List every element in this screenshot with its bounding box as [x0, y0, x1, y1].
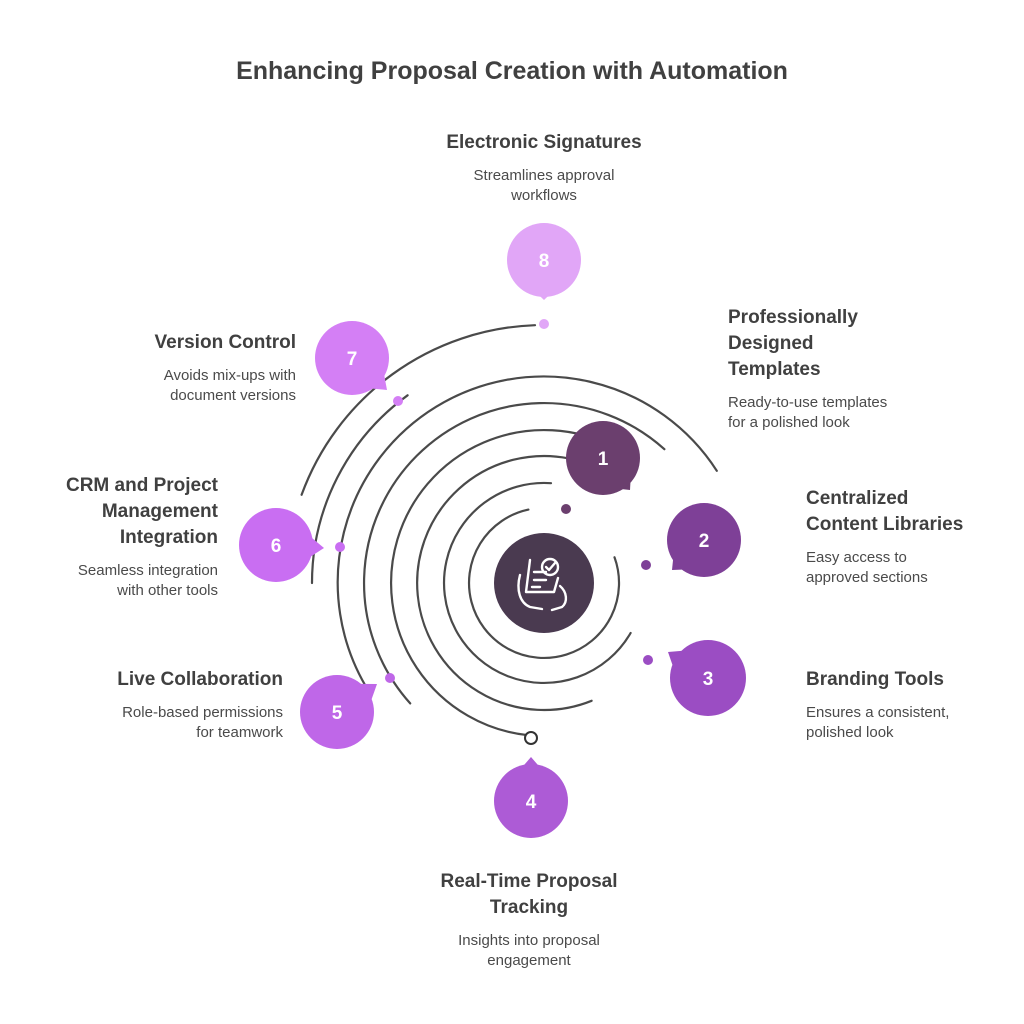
- step-8-number: 8: [539, 251, 550, 272]
- step-1-description: Ready-to-use templates for a polished lo…: [728, 394, 888, 431]
- ring-marker-2: [641, 560, 651, 570]
- page-title: Enhancing Proposal Creation with Automat…: [236, 57, 788, 85]
- ring-marker-5: [385, 673, 395, 683]
- step-7-number: 7: [347, 349, 358, 370]
- step-1-title: Professionally Designed Templates: [728, 307, 858, 380]
- step-5-description: Role-based permissions for teamwork: [122, 704, 283, 741]
- ring-markers: [335, 319, 653, 745]
- step-8-description: Streamlines approval workflows: [473, 167, 615, 204]
- step-5-label: Live Collaboration Role-based permission…: [60, 667, 283, 743]
- concentric-rings: [300, 324, 718, 737]
- step-4-label: Real-Time Proposal Tracking Insights int…: [394, 869, 664, 971]
- step-7-description: Avoids mix-ups with document versions: [163, 367, 296, 404]
- ring-arc-5: [362, 401, 666, 705]
- step-8-marker: 8: [507, 223, 581, 300]
- step-1-number: 1: [598, 449, 609, 470]
- ring-arc-2: [442, 481, 632, 685]
- step-4-title: Real-Time Proposal Tracking: [440, 871, 618, 918]
- step-6-number: 6: [271, 536, 282, 557]
- step-6-marker: 6: [239, 508, 324, 582]
- step-3-number: 3: [703, 669, 714, 690]
- ring-marker-7: [393, 396, 403, 406]
- center-circle: [494, 533, 594, 633]
- step-7-title: Version Control: [154, 332, 296, 353]
- ring-marker-1: [561, 504, 571, 514]
- step-7-label: Version Control Avoids mix-ups with docu…: [60, 330, 296, 406]
- step-2-description: Easy access to approved sections: [806, 549, 928, 586]
- step-markers: 1 2 3 4 5 6 7 8: [239, 223, 746, 838]
- ring-marker-3: [643, 655, 653, 665]
- step-6-title: CRM and Project Management Integration: [65, 475, 218, 548]
- step-2-title: Centralized Content Libraries: [806, 488, 964, 535]
- step-5-number: 5: [332, 703, 343, 724]
- step-1-label: Professionally Designed Templates Ready-…: [728, 305, 948, 433]
- step-3-marker: 3: [668, 640, 746, 716]
- step-8-label: Electronic Signatures Streamlines approv…: [392, 130, 696, 206]
- step-4-number: 4: [526, 792, 537, 813]
- ring-marker-6: [335, 542, 345, 552]
- step-2-label: Centralized Content Libraries Easy acces…: [806, 486, 1006, 588]
- step-3-description: Ensures a consistent, polished look: [806, 704, 950, 741]
- step-8-title: Electronic Signatures: [446, 132, 642, 153]
- step-3-label: Branding Tools Ensures a consistent, pol…: [806, 667, 1006, 743]
- ring-marker-8: [539, 319, 549, 329]
- step-2-marker: 2: [667, 503, 741, 577]
- ring-arc-4: [389, 428, 615, 737]
- ring-arc-3: [416, 454, 593, 712]
- step-6-label: CRM and Project Management Integration S…: [20, 473, 218, 601]
- step-6-description: Seamless integration with other tools: [77, 562, 218, 599]
- step-4-marker: 4: [494, 757, 568, 838]
- center-disc: [494, 533, 594, 633]
- step-2-number: 2: [699, 531, 710, 552]
- step-4-description: Insights into proposal engagement: [458, 932, 600, 969]
- step-1-marker: 1: [566, 421, 640, 495]
- step-3-title: Branding Tools: [806, 669, 944, 690]
- ring-marker-4: [524, 731, 538, 745]
- ring-arc-7: [310, 394, 409, 585]
- checklist-hand-icon: [517, 557, 568, 612]
- ring-arc-6: [336, 375, 718, 688]
- ring-arc-1: [467, 508, 621, 660]
- step-7-marker: 7: [315, 321, 389, 395]
- ring-arc-8: [300, 324, 537, 496]
- step-5-marker: 5: [300, 675, 377, 749]
- step-5-title: Live Collaboration: [117, 669, 283, 690]
